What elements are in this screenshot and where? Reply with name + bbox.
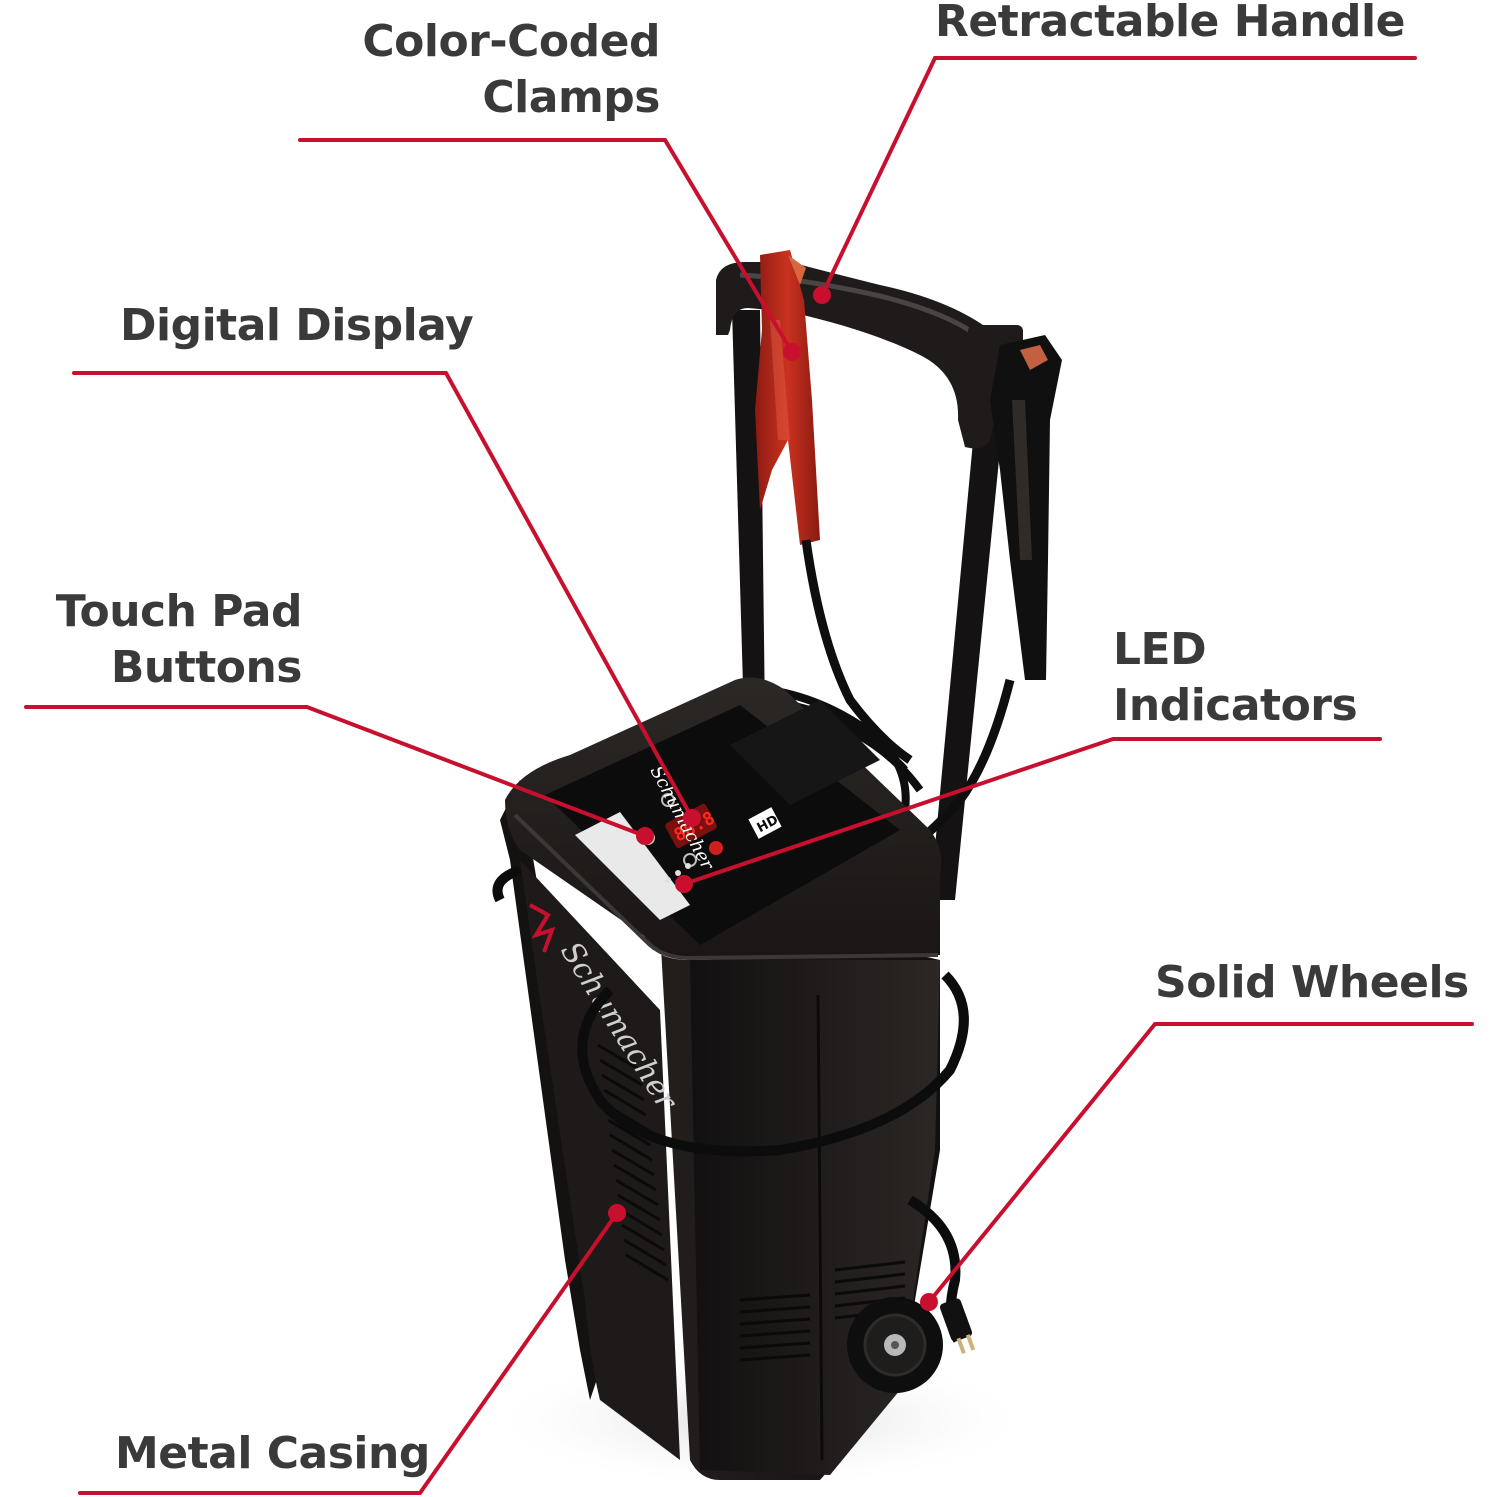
- callout-touchpad-line1: Touch Pad: [55, 586, 303, 637]
- led-indicator-2: [675, 870, 681, 876]
- red-clamp: [755, 250, 913, 764]
- control-panel: 88.8 HD Schumacher: [545, 700, 900, 945]
- callout-casing-line1: Metal Casing: [115, 1428, 430, 1479]
- callout-led-indicators: LED Indicators: [1113, 622, 1373, 734]
- callout-color-coded-clamps: Color-Coded Clamps: [300, 14, 660, 126]
- callout-led-line2: Indicators: [1113, 680, 1358, 731]
- solid-wheel: [847, 1297, 943, 1393]
- callout-display-line1: Digital Display: [120, 300, 474, 351]
- side-panel-seam: [816, 994, 824, 1461]
- hd-badge: [748, 807, 782, 839]
- led-indicator-3: [685, 863, 691, 869]
- leader-lines: [24, 56, 1474, 1495]
- callout-solid-wheels: Solid Wheels: [1155, 955, 1469, 1011]
- led-indicator-red: [709, 841, 723, 855]
- led-indicator-1: [665, 877, 671, 883]
- callout-led-line1: LED: [1113, 624, 1207, 675]
- lid-edge-highlight: [513, 813, 939, 961]
- callout-metal-casing: Metal Casing: [115, 1426, 430, 1482]
- leader-touchpad: [24, 705, 647, 838]
- callout-clamps-line1: Color-Coded: [362, 16, 660, 67]
- leader-led: [682, 737, 1382, 886]
- leader-clamps: [298, 138, 794, 354]
- callout-clamps-line2: Clamps: [482, 72, 660, 123]
- callout-touch-pad-buttons: Touch Pad Buttons: [30, 584, 303, 696]
- black-clamp: [902, 335, 1062, 854]
- leader-handle: [820, 56, 1417, 297]
- leader-casing: [78, 1211, 619, 1495]
- leader-dots: [608, 286, 938, 1311]
- leader-wheels: [927, 1022, 1474, 1304]
- power-plug: [939, 1298, 976, 1355]
- casing-lower-front: [520, 860, 680, 1460]
- callout-wheels-line1: Solid Wheels: [1155, 957, 1469, 1008]
- touch-button-3[interactable]: [661, 793, 675, 807]
- callout-retractable-handle: Retractable Handle: [935, 0, 1405, 50]
- front-vents: [597, 1043, 669, 1282]
- callout-handle-line1: Retractable Handle: [935, 0, 1405, 47]
- callout-touchpad-line2: Buttons: [110, 642, 303, 693]
- callout-digital-display: Digital Display: [120, 298, 474, 354]
- leader-display: [72, 371, 694, 820]
